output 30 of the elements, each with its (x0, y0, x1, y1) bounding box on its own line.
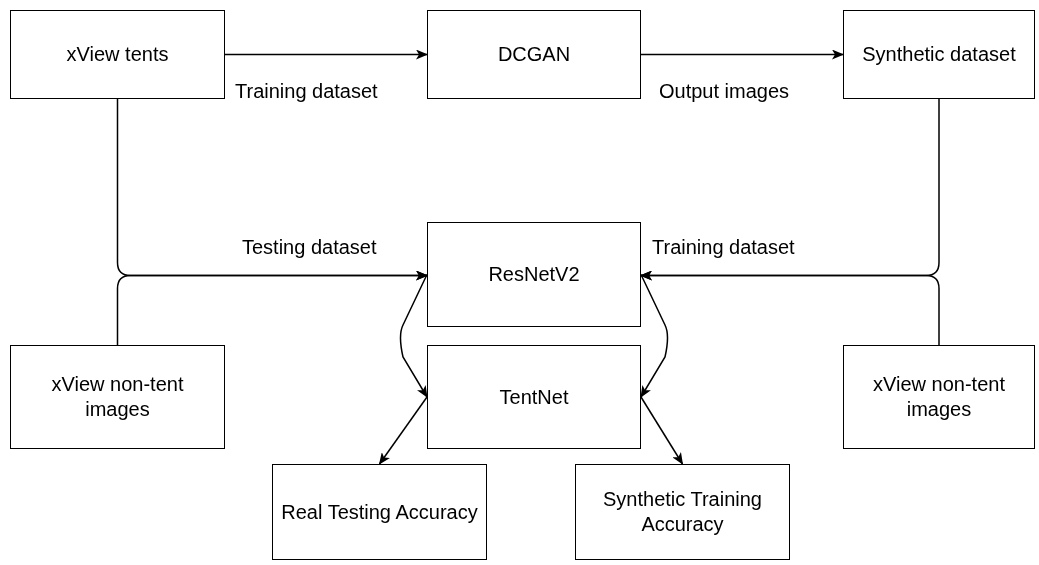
box-label: xView non-tent images (872, 372, 1006, 422)
arrow (640, 49, 844, 60)
edge-label: Training dataset (650, 236, 797, 259)
box-label: Synthetic dataset (862, 42, 1016, 67)
process-box (427, 222, 641, 327)
box-label: xView non-tent images (50, 372, 185, 422)
arrow (640, 270, 940, 346)
process-box (272, 464, 487, 560)
box-label: ResNetV2 (488, 262, 580, 287)
process-box (843, 10, 1035, 99)
arrow (640, 273, 669, 398)
process-box (10, 345, 225, 449)
box-label: Real Testing Accuracy (281, 499, 478, 525)
box-label: xView tents (66, 42, 169, 67)
edge-label: Output images (657, 80, 792, 103)
arrow (399, 273, 428, 398)
edge-label: Testing dataset (240, 236, 379, 259)
box-label: Synthetic Training Accuracy (602, 487, 763, 537)
arrow (378, 396, 428, 465)
arrow (224, 49, 428, 60)
box-label: TentNet (499, 384, 569, 410)
process-box (427, 345, 641, 449)
edge-label: Training dataset (233, 80, 380, 103)
process-box (843, 345, 1035, 449)
process-box (10, 10, 225, 99)
box-label: DCGAN (497, 42, 571, 67)
process-box (427, 10, 641, 99)
arrow (640, 396, 684, 465)
process-box (575, 464, 790, 560)
arrow (116, 270, 428, 346)
